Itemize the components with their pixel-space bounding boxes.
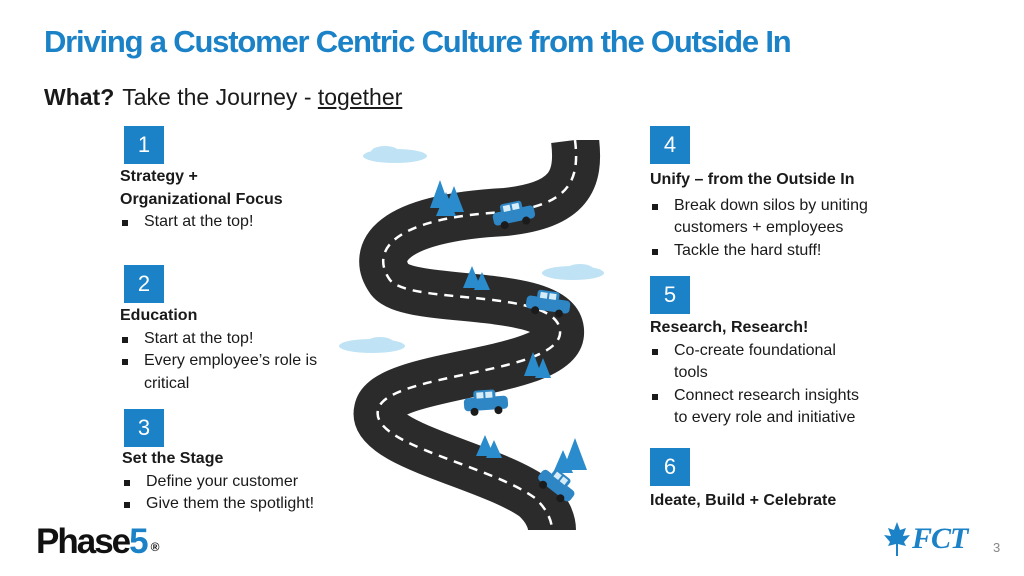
cloud-icon xyxy=(339,337,405,353)
step-5-bullet: Connect research insights xyxy=(650,385,859,408)
phase5-logo-five: 5 xyxy=(129,522,149,561)
phase5-logo-phase: Phase xyxy=(36,522,131,561)
step-3-bullet: Give them the spotlight! xyxy=(122,493,314,516)
step-1-badge: 1 xyxy=(124,126,164,164)
step-1-block: Strategy + Organizational Focus Start at… xyxy=(120,166,283,234)
cloud-icon xyxy=(542,264,604,280)
subtitle: What? Take the Journey - together xyxy=(44,84,402,111)
tree-icon xyxy=(524,352,551,378)
step-2-bullet: Every employee’s role is xyxy=(120,350,317,373)
step-5-badge: 5 xyxy=(650,276,690,314)
cloud-icon xyxy=(363,146,427,163)
step-5-bullet-continuation: to every role and initiative xyxy=(674,409,856,426)
road-illustration xyxy=(339,140,604,530)
page-number: 3 xyxy=(993,540,1001,555)
step-5-bullet-continuation: tools xyxy=(674,364,708,381)
maple-leaf-icon xyxy=(884,522,910,556)
phase5-logo: Phase5® xyxy=(36,522,159,562)
step-1-heading-line1: Strategy + xyxy=(120,168,198,185)
subtitle-what: What? xyxy=(44,84,115,110)
step-5-block: Research, Research! Co-create foundation… xyxy=(650,317,859,430)
step-6-block: Ideate, Build + Celebrate xyxy=(650,490,836,513)
step-4-bullet: Break down silos by uniting xyxy=(650,195,868,218)
tree-icon xyxy=(476,435,502,458)
tree-icon xyxy=(553,438,587,473)
road-path xyxy=(353,140,601,530)
tree-icon xyxy=(463,266,490,290)
step-4-heading: Unify – from the Outside In xyxy=(650,171,855,188)
step-4-block: Unify – from the Outside In Break down s… xyxy=(650,169,868,262)
step-6-badge: 6 xyxy=(650,448,690,486)
step-2-block: Education Start at the top! Every employ… xyxy=(120,305,317,395)
subtitle-together: together xyxy=(317,84,403,110)
step-6-heading: Ideate, Build + Celebrate xyxy=(650,492,837,509)
phase5-logo-registered: ® xyxy=(150,540,160,554)
step-2-heading: Education xyxy=(120,307,198,324)
fct-logo: FCT xyxy=(912,522,968,555)
car-icon xyxy=(463,389,509,416)
step-3-badge: 3 xyxy=(124,409,164,447)
car-icon xyxy=(492,200,536,230)
tree-icon xyxy=(430,180,464,216)
step-5-bullet: Co-create foundational xyxy=(650,340,859,363)
subtitle-text: Take the Journey - xyxy=(122,84,318,110)
car-icon xyxy=(538,469,575,503)
car-icon xyxy=(525,289,571,318)
step-4-bullet-continuation: customers + employees xyxy=(674,219,844,236)
step-2-badge: 2 xyxy=(124,265,164,303)
step-2-bullet-continuation: critical xyxy=(144,374,190,392)
step-3-bullet: Define your customer xyxy=(122,471,314,494)
step-1-bullet: Start at the top! xyxy=(120,211,283,234)
slide-title: Driving a Customer Centric Culture from … xyxy=(44,24,792,59)
step-1-heading-line2: Organizational Focus xyxy=(120,190,283,208)
step-5-heading: Research, Research! xyxy=(650,319,809,336)
step-3-heading: Set the Stage xyxy=(122,450,224,467)
step-4-bullet: Tackle the hard stuff! xyxy=(650,240,868,263)
step-4-badge: 4 xyxy=(650,126,690,164)
step-2-bullet: Start at the top! xyxy=(120,328,317,351)
step-3-block: Set the Stage Define your customer Give … xyxy=(122,448,314,516)
